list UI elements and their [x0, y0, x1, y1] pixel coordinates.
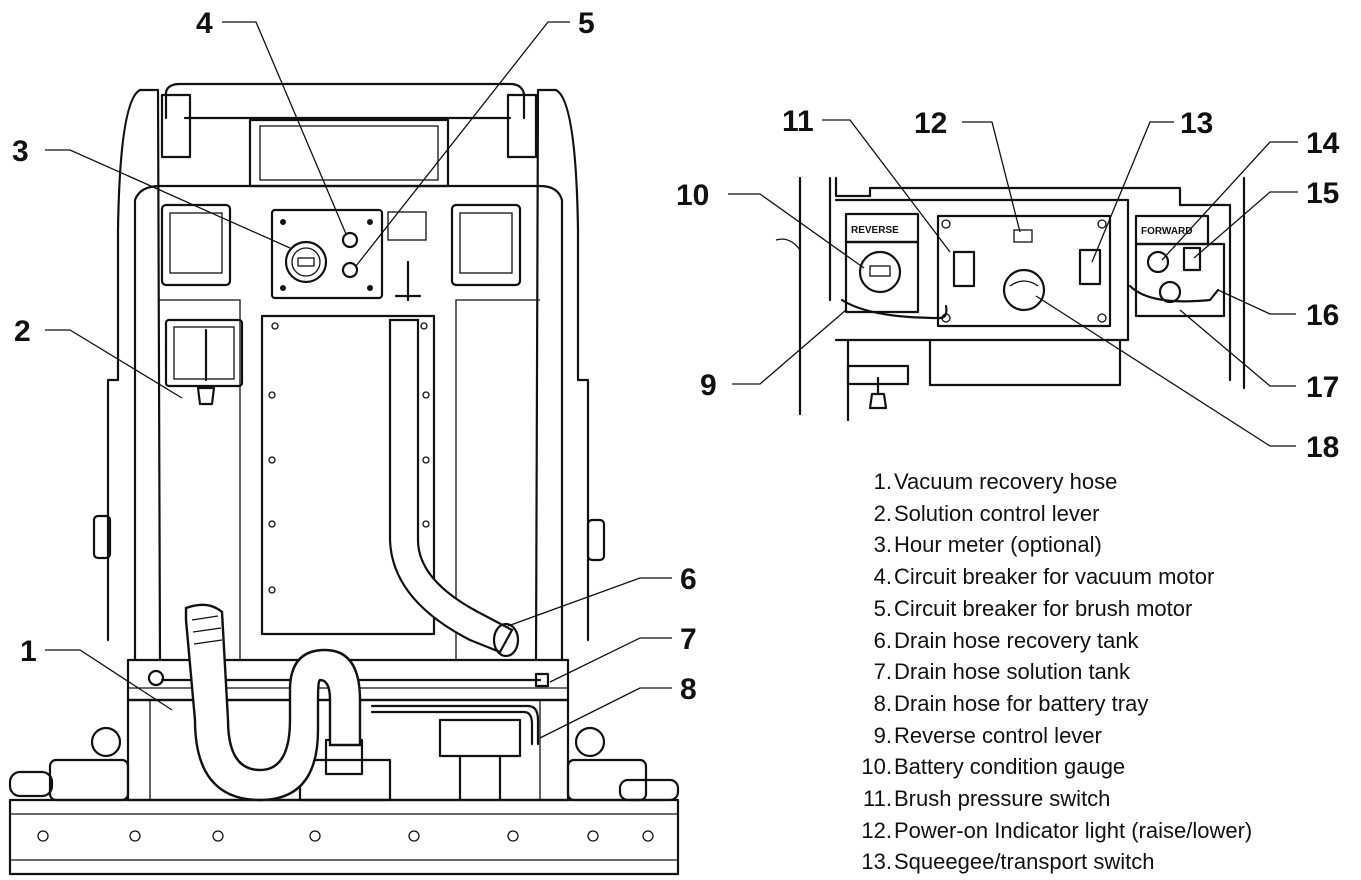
reverse-label: REVERSE [851, 225, 899, 236]
legend-item: 1.Vacuum recovery hose [832, 466, 1252, 498]
legend-item: 3.Hour meter (optional) [832, 529, 1252, 561]
legend-text: Solution control lever [894, 500, 1100, 526]
callout-11: 11 [782, 105, 814, 138]
callout-12: 12 [914, 107, 947, 140]
parts-legend: 1.Vacuum recovery hose 2.Solution contro… [832, 466, 1252, 878]
control-panel-illustration [775, 176, 1246, 422]
legend-number: 13. [861, 849, 892, 875]
callout-18: 18 [1306, 431, 1339, 464]
legend-item: 5.Circuit breaker for brush motor [832, 593, 1252, 625]
callout-6: 6 [680, 563, 697, 596]
legend-item: 2.Solution control lever [832, 498, 1252, 530]
legend-item: 11.Brush pressure switch [832, 783, 1252, 815]
legend-number: 10. [861, 754, 892, 780]
legend-text: Circuit breaker for brush motor [894, 595, 1193, 621]
legend-item: 8.Drain hose for battery tray [832, 688, 1252, 720]
callout-7: 7 [680, 623, 697, 656]
callout-9: 9 [700, 369, 717, 402]
legend-item: 13.Squeegee/transport switch [832, 846, 1252, 878]
legend-item: 9.Reverse control lever [832, 720, 1252, 752]
legend-number: 2. [873, 500, 892, 526]
callout-17: 17 [1306, 371, 1339, 404]
legend-text: Power-on Indicator light (raise/lower) [894, 817, 1253, 843]
legend-item: 12.Power-on Indicator light (raise/lower… [832, 815, 1252, 847]
callout-2: 2 [14, 315, 31, 348]
callout-15: 15 [1306, 177, 1339, 210]
callout-numbers: 1 2 3 4 5 6 7 8 9 10 11 12 13 14 15 16 1… [12, 7, 1340, 706]
legend-number: 7. [873, 659, 892, 685]
leader-lines [45, 21, 1298, 739]
legend-number: 6. [873, 627, 892, 653]
legend-number: 11. [863, 786, 892, 812]
forward-label: FORWARD [1141, 226, 1192, 237]
callout-1: 1 [20, 635, 37, 668]
legend-text: Vacuum recovery hose [894, 469, 1118, 494]
callout-10: 10 [676, 179, 709, 212]
legend-text: Battery condition gauge [894, 754, 1126, 780]
rear-view-machine [8, 82, 680, 876]
legend-item: 7.Drain hose solution tank [832, 656, 1252, 688]
legend-number: 1. [873, 469, 892, 494]
legend-item: 4.Circuit breaker for vacuum motor [832, 561, 1252, 593]
callout-3: 3 [12, 135, 29, 168]
callout-13: 13 [1180, 107, 1213, 140]
legend-text: Reverse control lever [894, 722, 1102, 748]
legend-item: 6.Drain hose recovery tank [832, 625, 1252, 657]
legend-number: 9. [873, 722, 892, 748]
legend-number: 5. [873, 595, 892, 621]
legend-text: Drain hose recovery tank [894, 627, 1139, 653]
callout-16: 16 [1306, 299, 1339, 332]
legend-number: 8. [873, 690, 892, 716]
legend-number: 4. [873, 564, 892, 590]
callout-8: 8 [680, 673, 697, 706]
callout-5: 5 [578, 7, 595, 40]
legend-number: 12. [861, 817, 892, 843]
legend-text: Brush pressure switch [894, 786, 1111, 812]
legend-item: 10.Battery condition gauge [832, 751, 1252, 783]
legend-text: Drain hose solution tank [894, 659, 1131, 685]
callout-4: 4 [196, 7, 213, 40]
legend-text: Squeegee/transport switch [894, 849, 1155, 875]
legend-text: Hour meter (optional) [894, 532, 1102, 558]
legend-text: Drain hose for battery tray [894, 690, 1149, 716]
callout-14: 14 [1306, 127, 1340, 160]
legend-text: Circuit breaker for vacuum motor [894, 564, 1215, 590]
legend-number: 3. [873, 532, 892, 558]
